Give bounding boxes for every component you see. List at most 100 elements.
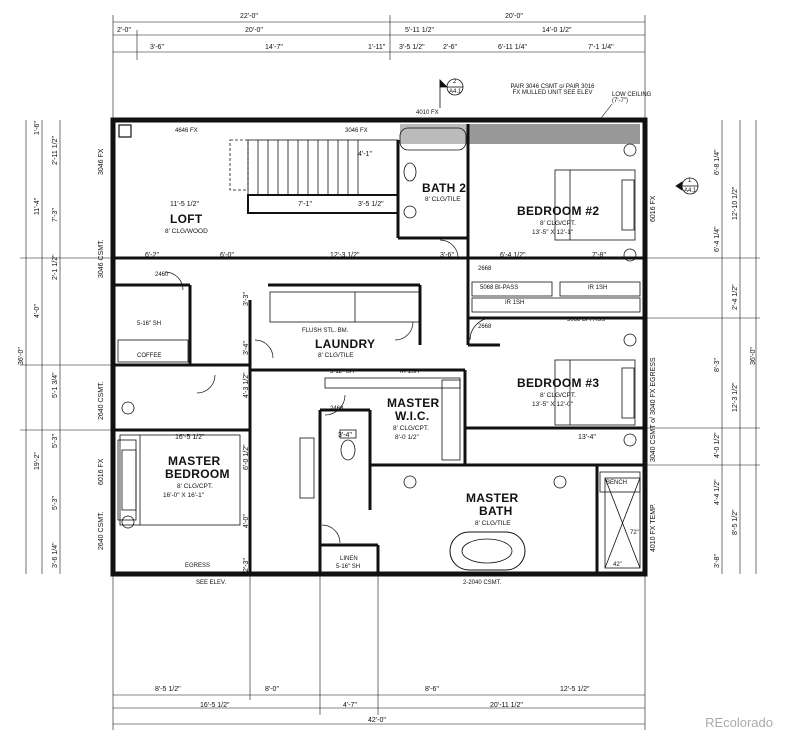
loft-size: 11'-5 1/2"	[170, 201, 199, 208]
coffee-label: COFFEE	[137, 353, 162, 359]
master-wic-label-2: W.I.C.	[395, 409, 430, 423]
dim-in-3-5: 3'-5 1/2"	[358, 201, 384, 208]
dim-top2-f: 6'-11 1/4"	[498, 44, 527, 51]
master-bath-label-1: MASTER	[466, 491, 519, 505]
window-6016: 6016 FX	[98, 458, 105, 485]
dim-right-j: 3'-8"	[714, 554, 721, 568]
laundry-spec: 8' CLG/TILE	[318, 352, 354, 359]
dim-in-6-0v: 6'-0 1/2"	[243, 444, 250, 470]
dim-left-b: 11'-4"	[34, 197, 41, 215]
dim-left-k: 3'-6 1/4"	[52, 542, 59, 568]
dim-bot-b: 8'-0"	[265, 686, 279, 693]
dim-in-13-4: 13'-4"	[578, 434, 596, 441]
door-2460: 2460	[155, 272, 169, 278]
dim-left-c: 2'-11 1/2"	[52, 136, 59, 165]
dim-bot-c: 8'-6"	[425, 686, 439, 693]
dim-top2-g: 7'-1 1/4"	[588, 44, 614, 51]
master-bedroom-size: 16'-0" X 16'-1"	[163, 492, 205, 499]
shelf-516-label: 5-16" SH	[137, 321, 162, 327]
window-3040: 3040 CSMT o/ 3040 FX EGRESS	[650, 357, 657, 462]
window-3046-csmt: 3046 CSMT.	[98, 239, 105, 278]
bed-bedroom-3	[554, 359, 636, 426]
dim-bot-a: 8'-5 1/2"	[155, 686, 181, 693]
see-elev-label: SEE ELEV.	[196, 580, 227, 586]
dim-top2-d: 3'-5 1/2"	[399, 44, 425, 51]
dim-right-i: 8'-5 1/2"	[732, 509, 739, 535]
dim-in-7-1: 7'-1"	[298, 201, 312, 208]
ir1sh-closet-a: IR 1SH	[505, 300, 525, 306]
dim-bot2-c: 20'-11 1/2"	[490, 702, 523, 709]
section-marker-2	[439, 78, 464, 108]
dim-top-d: 14'-0 1/2"	[542, 27, 572, 34]
bipass-door-2: 5068 BI-PASS	[567, 317, 606, 323]
dim-top2-c: 1'-11"	[368, 44, 386, 51]
master-bath-spec: 8' CLG/TILE	[475, 520, 511, 527]
bath2-label: BATH 2	[422, 181, 467, 195]
dim-in-2-3: 2'-3"	[243, 558, 250, 572]
bed-bedroom-2	[554, 169, 636, 241]
dim-in-6-2: 6'-2"	[145, 252, 159, 259]
laundry-label: LAUNDRY	[315, 337, 376, 351]
bath2-spec: 8' CLG/TILE	[425, 196, 461, 203]
dim-in-3-4: 3'-4"	[243, 341, 250, 355]
bipass-door-1: 5068 BI-PASS	[480, 285, 519, 291]
master-wic-spec: 8' CLG/CPT.	[393, 425, 429, 432]
master-wic-size: 8'-0 1/2"	[395, 434, 419, 441]
dim-in-7-8: 7'-8"	[592, 252, 606, 259]
dim-right-e: 8'-3"	[714, 358, 721, 372]
window-3046: 3046 FX	[345, 128, 368, 134]
window-3046-left: 3046 FX	[98, 148, 105, 175]
dim-in-4-3: 4'-3 1/2"	[243, 372, 250, 398]
window-4646: 4646 FX	[175, 128, 198, 134]
dim-in-6-0: 6'-0"	[220, 252, 234, 259]
laundry-beam-note: FLUSH STL. BM.	[302, 328, 349, 334]
bed-master	[119, 434, 241, 526]
dim-right-c: 6'-4 1/4"	[714, 226, 721, 252]
dim-right-f: 12'-3 1/2"	[732, 382, 739, 412]
dim-in-3-6: 3'-6"	[440, 252, 454, 259]
door-2668-b: 2668	[478, 324, 492, 330]
exterior-wall	[110, 117, 648, 577]
dim-top-total-left: 22'-0"	[240, 13, 258, 20]
master-wic-label-1: MASTER	[387, 396, 440, 410]
dim-left-j: 5'-3"	[52, 496, 59, 510]
dim-left-total: 36'-0"	[18, 347, 25, 365]
dim-left-e: 2'-1 1/2"	[52, 254, 59, 280]
dim-in-4-0: 4'-0"	[243, 514, 250, 528]
shower-size: 42"	[613, 562, 622, 568]
ir1sh-closet-b: IR 1SH	[588, 285, 608, 291]
dim-right-h: 4'-4 1/2"	[714, 479, 721, 505]
master-bath-label-2: BATH	[479, 504, 513, 518]
dim-top-total-right: 20'-0"	[505, 13, 523, 20]
egress-label: EGRESS	[185, 563, 211, 569]
dim-in-3-4b: 3'-4"	[338, 432, 352, 439]
section-marker-1-num: 1	[688, 178, 692, 184]
csmt-bottom-label: 2-2040 CSMT.	[463, 580, 502, 586]
dim-in-6-4: 6'-4 1/2"	[500, 252, 526, 259]
window-2640-a: 2640 CSMT.	[98, 381, 105, 420]
window-6016-right: 6016 FX	[650, 195, 657, 222]
dim-left-f: 4'-0"	[34, 304, 41, 318]
section-marker-a41-right: A4.1	[684, 188, 697, 194]
bedroom3-label: BEDROOM #3	[517, 376, 600, 390]
master-bedroom-label-2: BEDROOM	[165, 467, 230, 481]
ir1sh-wic-label: IR 1SH	[400, 369, 420, 375]
linen-shelf-label: 5-16" SH	[336, 564, 361, 570]
dim-left-d: 7'-3"	[52, 208, 59, 222]
dim-top2-b: 14'-7"	[265, 44, 283, 51]
dim-bot-d: 12'-5 1/2"	[560, 686, 590, 693]
tub-size: 72"	[630, 530, 639, 536]
bedroom3-spec: 8' CLG/CPT.	[540, 392, 576, 399]
linen-label: LINEN	[340, 556, 358, 562]
low-ceiling-note: LOW CEILING (7'-7")	[612, 92, 652, 104]
dim-in-16-5: 16'-5 1/2"	[175, 434, 205, 441]
dim-bot-total: 42'-0"	[368, 717, 386, 724]
dim-left-a: 1'-6"	[34, 121, 41, 135]
dim-right-total: 36'-0"	[750, 347, 757, 365]
dim-in-12-3: 12'-3 1/2"	[330, 252, 360, 259]
section-marker-2-num: 2	[453, 79, 457, 85]
dim-bot2-a: 16'-5 1/2"	[200, 702, 230, 709]
bedroom2-spec: 8' CLG/CPT.	[540, 220, 576, 227]
window-4010: 4010 FX	[416, 110, 439, 116]
